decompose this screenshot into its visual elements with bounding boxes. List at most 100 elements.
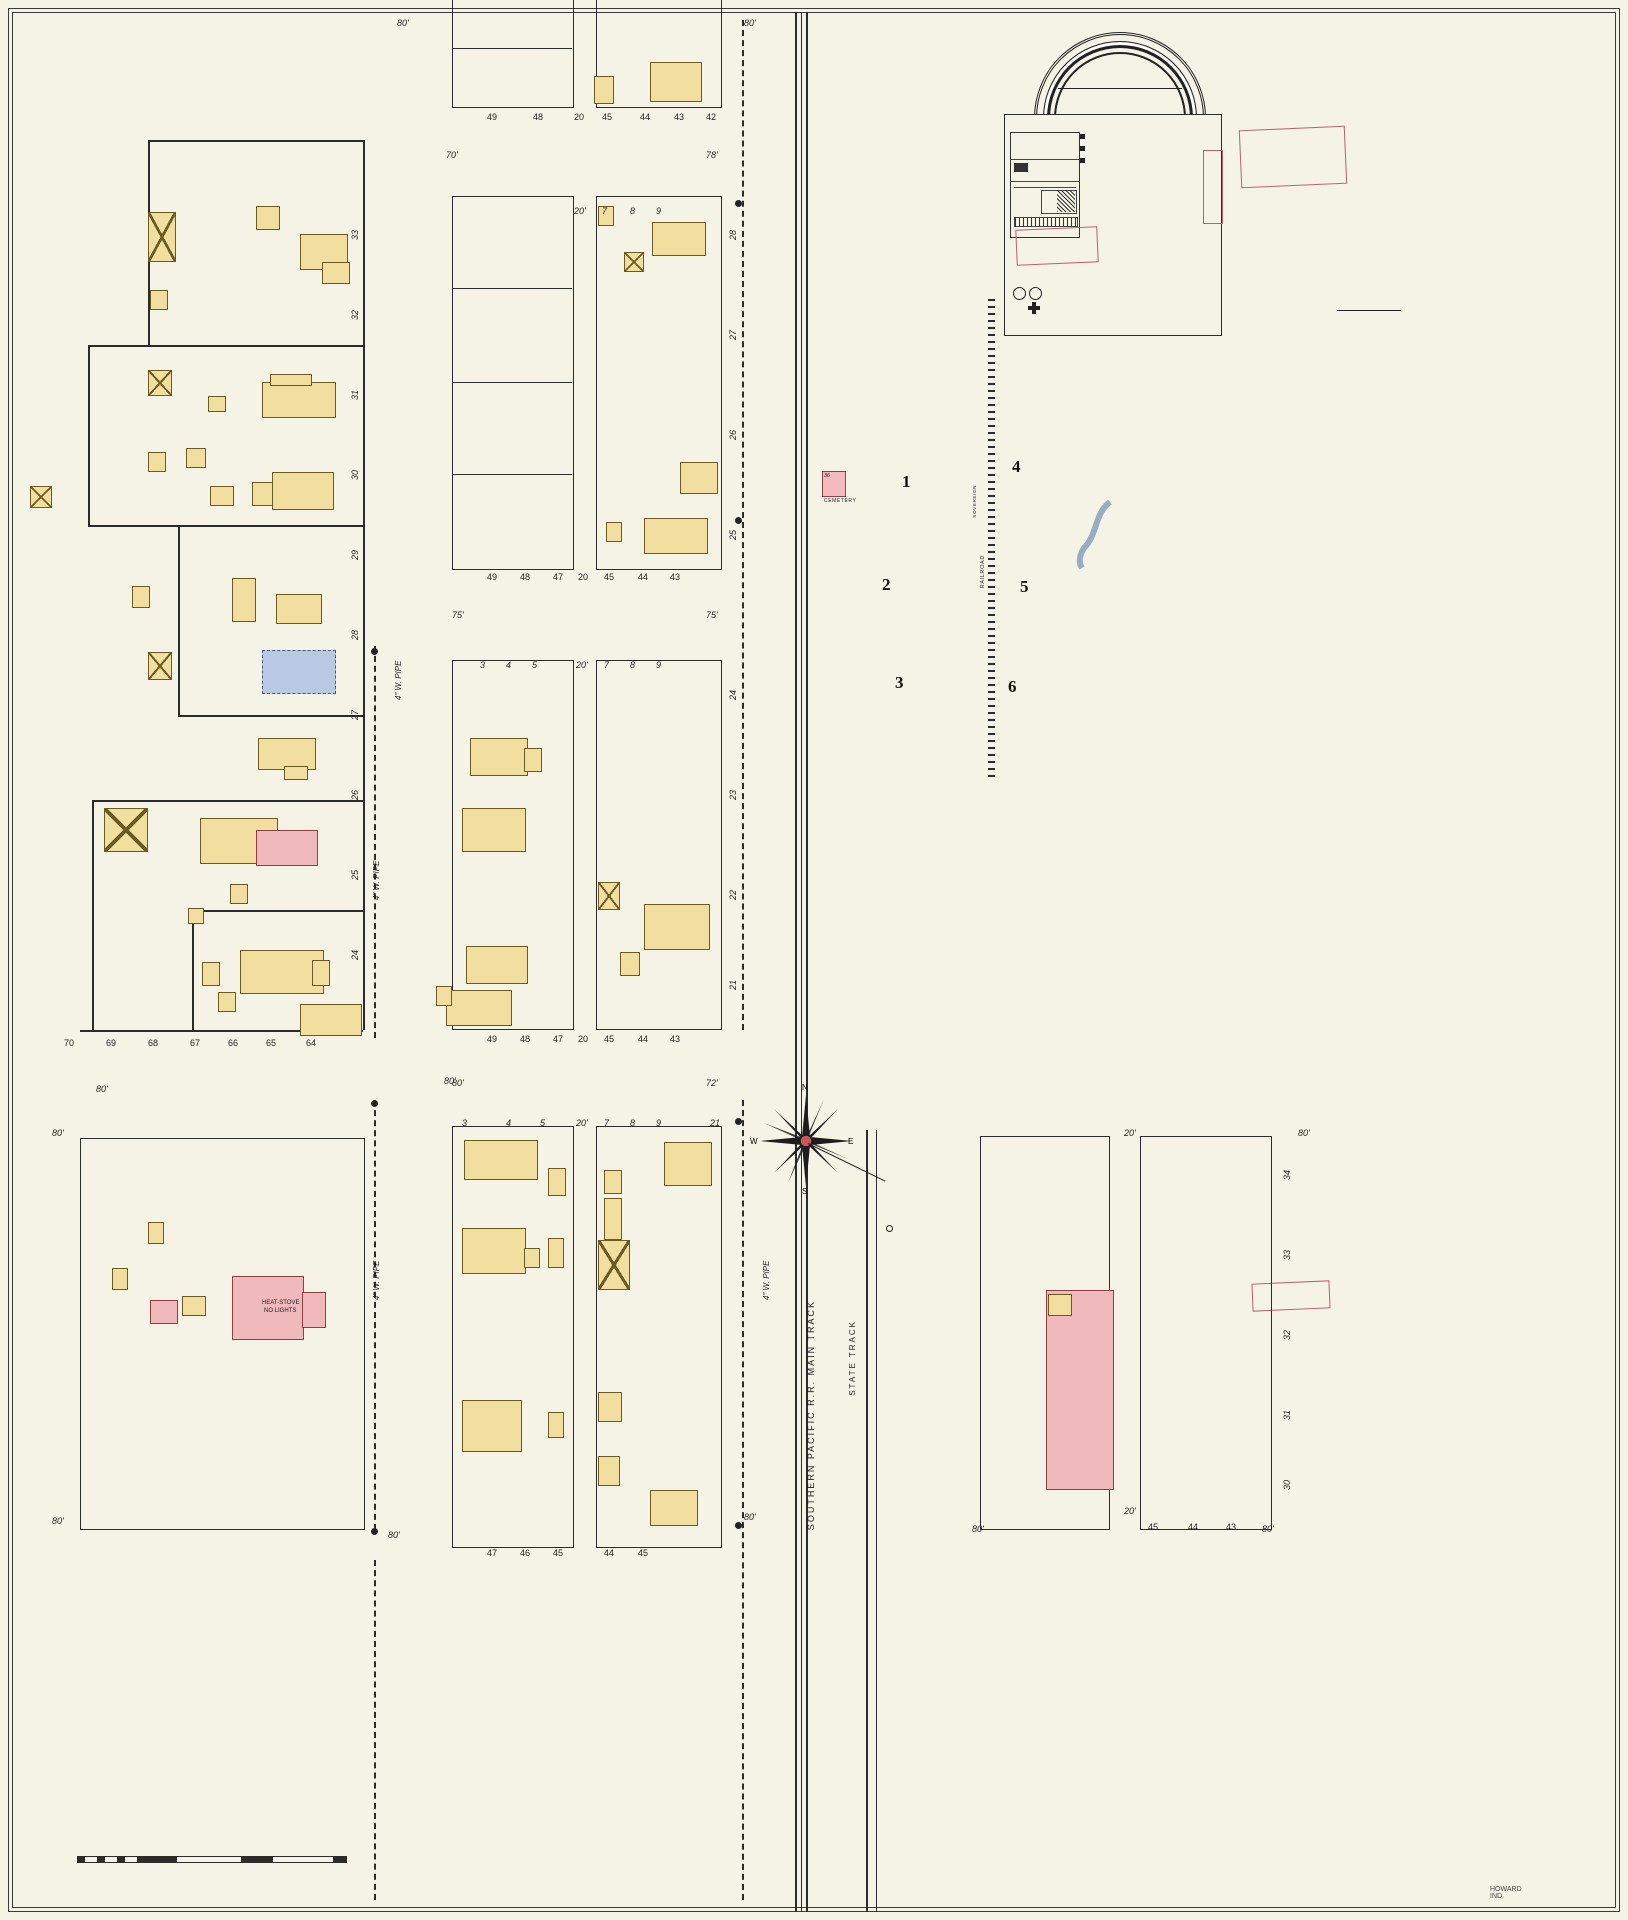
key-map: RAILROAD SOVEREIGN 1 2 3 4 5 6 CEMETERY … — [820, 285, 1113, 785]
dim-4th-street-c: 4" W. PIPE — [372, 1260, 381, 1300]
building-8-1 — [652, 222, 706, 256]
dim-20-r: 20' — [1124, 1128, 1136, 1138]
center-block-c2 — [596, 660, 722, 1030]
building-6-11 — [598, 1392, 622, 1422]
building-6-13 — [650, 1490, 698, 1526]
building-12-5 — [148, 452, 166, 472]
dim-80-r2: 80' — [972, 1524, 984, 1534]
lot-tick-20-b: 20 — [578, 572, 589, 582]
lot-tick-44-r: 44 — [1188, 1522, 1199, 1532]
lot-tick-43-top: 43 — [674, 112, 685, 122]
building-62-1 — [148, 212, 176, 262]
dim-4th-street-a: 4" W. PIPE — [394, 660, 403, 700]
building-12-6 — [186, 448, 206, 468]
building-12-13 — [132, 586, 150, 608]
building-13-8 — [202, 962, 220, 986]
hydrant-2 — [735, 517, 742, 524]
hydrant-5 — [371, 1528, 378, 1535]
center-block-a2 — [596, 0, 722, 108]
center-block-d1 — [452, 1126, 574, 1548]
page-border-inner — [12, 12, 1616, 1908]
building-12-14 — [148, 652, 172, 680]
dimv2-h: 21 — [728, 979, 738, 990]
building-63-2 — [594, 76, 614, 104]
building-12-2 — [262, 382, 336, 418]
keymap-district-1: 1 — [902, 472, 911, 491]
dim-80-left: 80' — [96, 1084, 108, 1094]
building-elko-wool-warehouse — [1046, 1290, 1114, 1490]
dimr-a: 34 — [1282, 1169, 1292, 1180]
building-12-3 — [270, 374, 312, 386]
school-block — [80, 1138, 365, 1530]
building-7-8 — [644, 904, 710, 950]
stamp1-line5 — [1242, 129, 1342, 133]
building-8-5 — [606, 522, 622, 542]
building-8-3 — [680, 462, 718, 494]
building-school-small-1 — [112, 1268, 128, 1290]
dim-7: 7 — [602, 206, 608, 216]
index-rule — [1337, 310, 1401, 311]
building-6-1 — [464, 1140, 538, 1180]
map-dashline-court-c — [374, 1560, 376, 1900]
building-7-9 — [620, 952, 640, 976]
lot-tick-49-top: 49 — [487, 112, 498, 122]
stamp2-line2 — [1018, 229, 1094, 232]
key-legend-box-lower — [1004, 273, 1222, 336]
building-14-extra — [148, 1222, 164, 1244]
dim-7b: 7 — [604, 660, 610, 670]
building-8-4 — [644, 518, 708, 554]
dim-7c: 7 — [604, 1118, 610, 1128]
school-heat-note: HEAT-STOVE — [262, 1300, 300, 1306]
block-line-3 — [88, 345, 363, 347]
building-7-4 — [466, 946, 528, 984]
block-line-7 — [178, 715, 363, 717]
building-12-7 — [30, 486, 52, 508]
lot-tick-45-r: 45 — [1148, 1522, 1159, 1532]
dim-9b: 9 — [656, 660, 662, 670]
map-dashline-court-a — [374, 646, 376, 1038]
dim-80-r3: 80' — [1262, 1524, 1274, 1534]
lot-tick-44-c: 44 — [638, 1034, 649, 1044]
dim-80-left2: 80' — [52, 1128, 64, 1138]
dim-80-left4: 80' — [388, 1530, 400, 1540]
building-12-17 — [284, 766, 308, 780]
block-line-12 — [192, 910, 194, 1030]
building-6-9 — [604, 1170, 622, 1194]
dimv2-d: 25 — [728, 529, 738, 540]
block-line-9 — [92, 800, 94, 1030]
center-block-d2 — [596, 1126, 722, 1548]
dim-5: 5 — [532, 660, 538, 670]
building-7-7 — [598, 882, 620, 910]
keymap-district-3: 3 — [895, 673, 904, 692]
building-13-3 — [256, 830, 318, 866]
hydrant-3 — [371, 648, 378, 655]
building-12-1 — [148, 370, 172, 396]
building-12-12 — [276, 594, 322, 624]
dim-20-c: 20' — [576, 1118, 588, 1128]
lot-tick-65: 65 — [266, 1038, 277, 1048]
lot-tick-64: 64 — [306, 1038, 317, 1048]
dimv2-f: 23 — [728, 789, 738, 800]
keymap-district-6: 6 — [1008, 677, 1017, 696]
dim-3c: 3 — [462, 1118, 468, 1128]
hydrant-4 — [371, 1100, 378, 1107]
building-13-7 — [312, 960, 330, 986]
dim-72: 72' — [706, 1078, 718, 1088]
rr-right-line2 — [801, 12, 802, 1912]
keymap-railroad — [988, 299, 995, 781]
dim-10c: 21 — [710, 1118, 721, 1128]
school-lights-note: NO LIGHTS — [264, 1308, 297, 1314]
dim-8c: 8 — [630, 1118, 636, 1128]
lot-tick-43-r: 43 — [1226, 1522, 1237, 1532]
key-height-badge-1 — [1029, 287, 1042, 300]
block-line-6 — [178, 525, 180, 715]
dim-80-r: 80' — [744, 1512, 756, 1522]
hydrant-6 — [735, 1118, 742, 1125]
building-62-2 — [256, 206, 280, 230]
lot-tick-47-d: 47 — [487, 1548, 498, 1558]
lot-tick-69: 69 — [106, 1038, 117, 1048]
dim-9c: 9 — [656, 1118, 662, 1128]
building-13-5 — [188, 908, 204, 924]
building-coal-shed — [150, 1300, 178, 1324]
